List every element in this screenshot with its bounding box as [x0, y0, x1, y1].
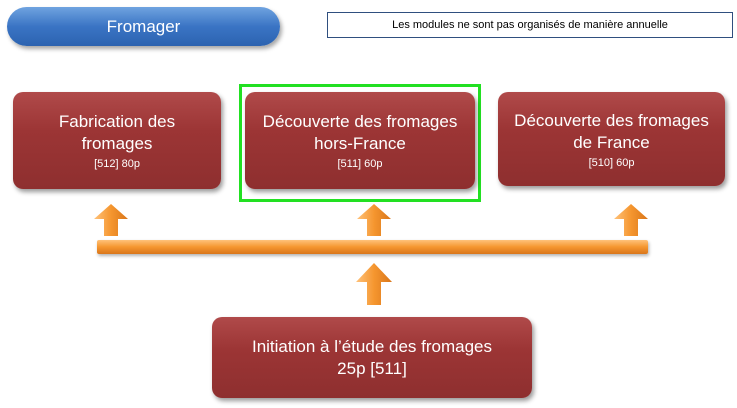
module-decouverte-france[interactable]: Découverte des fromages de France [510] …	[498, 92, 725, 186]
module-initiation[interactable]: Initiation à l’étude des fromages 25p [5…	[212, 317, 532, 398]
module-decouverte-hors-france[interactable]: Découverte des fromages hors-France [511…	[245, 92, 475, 189]
module-name: hors-France	[314, 134, 406, 153]
module-name: Découverte des fromages	[514, 110, 709, 130]
module-info: [510] 60p	[588, 156, 635, 169]
highlight-frame	[239, 84, 481, 202]
module-info: [512] 80p	[94, 158, 140, 170]
module-name: Découverte des fromages	[262, 112, 458, 131]
arrow-up-icon	[614, 204, 648, 236]
module-name: fromages	[81, 134, 153, 153]
note-text: Les modules ne sont pas organisés de man…	[392, 19, 668, 31]
module-fabrication[interactable]: Fabrication des fromages [512] 80p	[13, 92, 221, 189]
module-name: Initiation à l’étude des fromages	[251, 336, 493, 356]
title-pill: Fromager	[7, 7, 280, 46]
module-name: Fabrication des	[58, 112, 176, 131]
arrow-up-icon	[94, 204, 128, 236]
module-info: [511] 60p	[337, 158, 383, 170]
connector-bar	[97, 240, 648, 254]
note-box: Les modules ne sont pas organisés de man…	[327, 12, 733, 38]
module-name: de France	[573, 132, 650, 152]
arrow-up-icon	[356, 263, 392, 305]
arrow-up-icon	[357, 204, 391, 236]
title-text: Fromager	[106, 16, 181, 36]
module-info: 25p [511]	[337, 358, 407, 378]
